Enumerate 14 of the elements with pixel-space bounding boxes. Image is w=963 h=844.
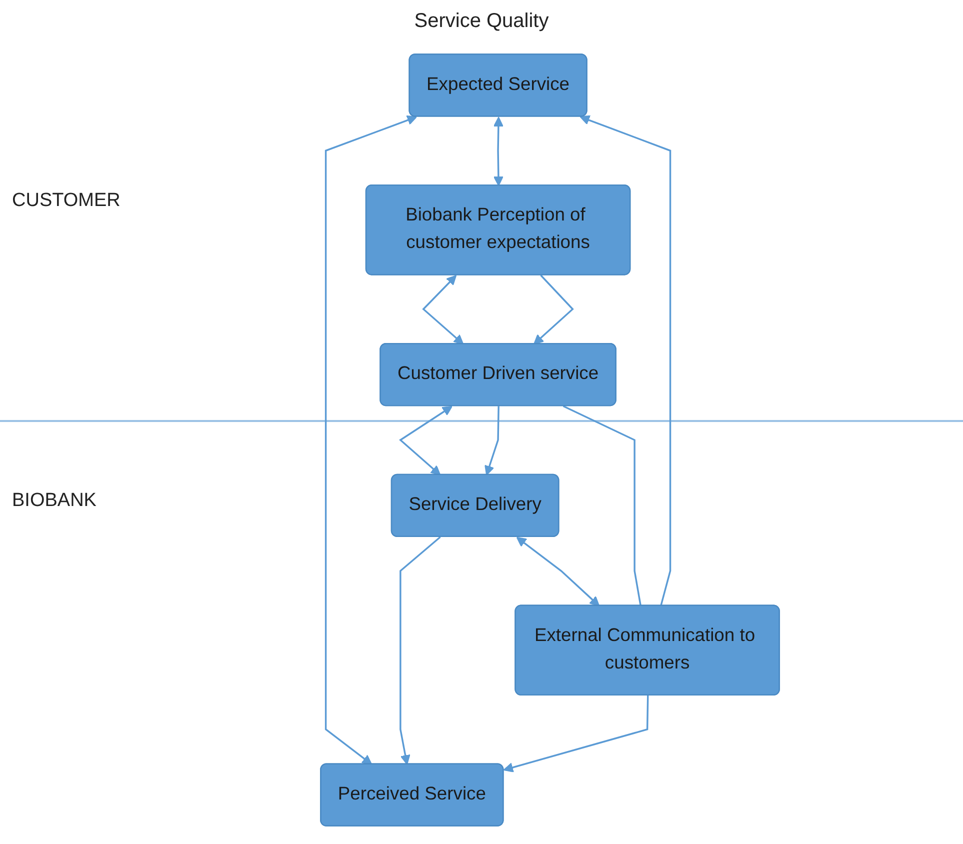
arrow — [422, 275, 464, 345]
arrow — [324, 115, 418, 765]
arrow — [534, 274, 574, 345]
arrow — [400, 536, 441, 765]
section-label: CUSTOMER — [12, 190, 120, 212]
arrow — [399, 406, 452, 476]
section-label: BIOBANK — [12, 490, 96, 512]
connector — [562, 405, 642, 606]
arrow — [503, 695, 649, 772]
diagram-title: Service Quality — [413, 10, 550, 33]
arrow — [484, 406, 500, 476]
arrow — [516, 536, 600, 606]
arrow — [493, 116, 504, 186]
arrow — [580, 115, 672, 606]
